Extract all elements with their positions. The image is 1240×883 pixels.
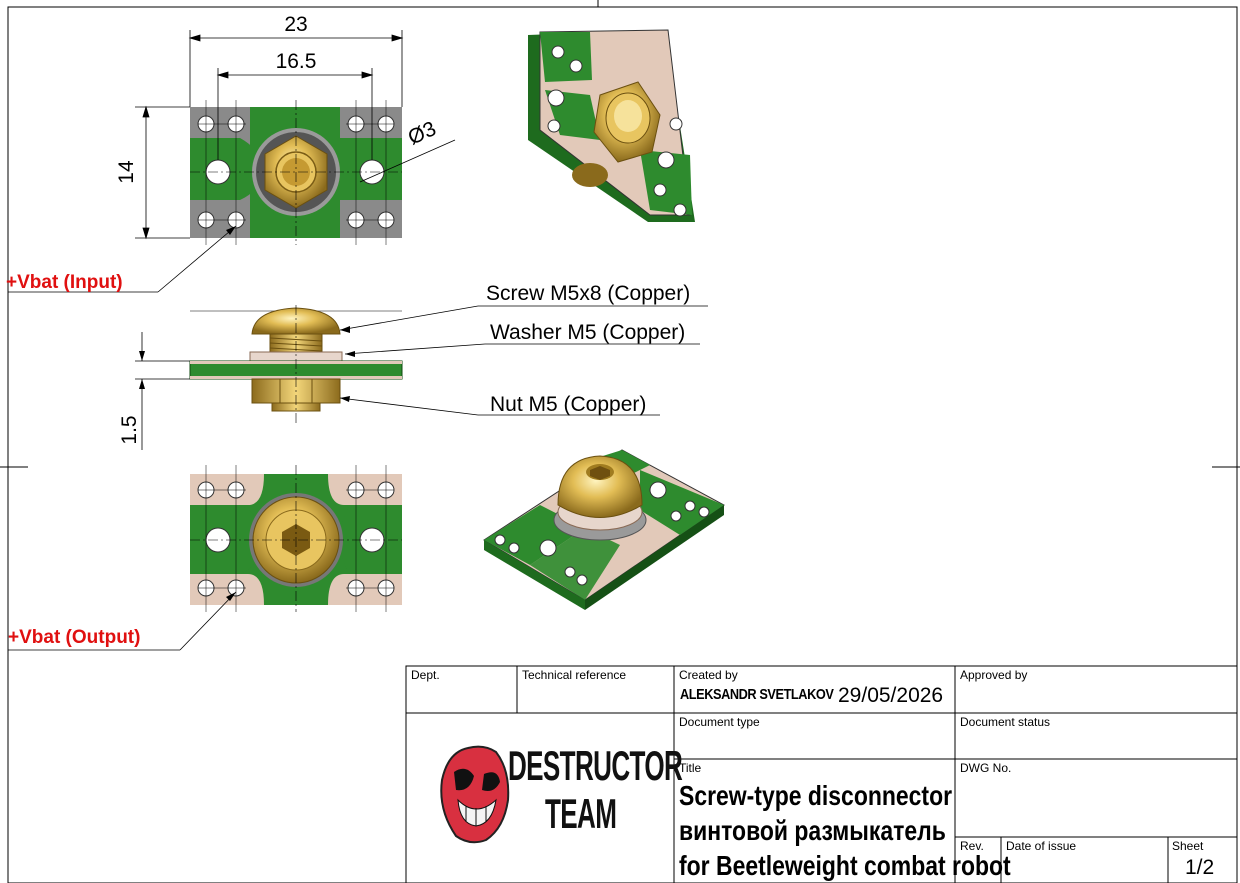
title-block	[405, 665, 1238, 883]
top-view	[190, 100, 402, 245]
approved-by-label: Approved by	[960, 668, 1028, 682]
dept-label: Dept.	[411, 668, 440, 682]
author-name: ALEKSANDR SVETLAKOV	[680, 686, 834, 703]
dim-thickness: 1.5	[118, 415, 141, 444]
title-line-1: Screw-type disconnector	[679, 780, 953, 811]
logo-text-line1: DESTRUCTOR	[508, 742, 683, 789]
title-line-3: for Beetleweight combat robot	[679, 850, 1011, 881]
created-date: 29/05/2026	[838, 684, 944, 707]
label-vbat-output: +Vbat (Output)	[8, 627, 140, 648]
title-label: Title	[679, 761, 702, 775]
input-leader	[8, 225, 237, 293]
side-dimension	[135, 332, 190, 450]
tech-ref-label: Technical reference	[522, 668, 627, 682]
dim-height: 14	[115, 160, 138, 184]
label-vbat-input: +Vbat (Input)	[6, 272, 123, 293]
callout-washer: Washer M5 (Copper)	[490, 321, 685, 344]
doc-status-label: Document status	[960, 715, 1051, 729]
sheet-label: Sheet	[1172, 839, 1204, 853]
doc-type-label: Document type	[679, 715, 760, 729]
dwg-no-label: DWG No.	[960, 761, 1012, 775]
callout-nut: Nut M5 (Copper)	[490, 393, 646, 416]
dim-hole-diameter: Ø3	[405, 117, 440, 149]
skull-logo-icon	[440, 745, 510, 844]
dim-overall-width: 23	[284, 13, 307, 36]
bottom-view	[190, 465, 402, 612]
callout-screw: Screw M5x8 (Copper)	[486, 282, 690, 305]
callout-leaders	[339, 305, 708, 416]
dimension-lines	[135, 30, 456, 240]
logo-text-line2: TEAM	[545, 790, 617, 837]
dim-hole-spacing: 16.5	[276, 50, 317, 73]
isometric-view-top	[528, 29, 695, 222]
rev-label: Rev.	[960, 839, 984, 853]
side-view	[189, 305, 403, 425]
sheet-number: 1/2	[1185, 856, 1215, 879]
output-leader	[8, 591, 237, 651]
date-of-issue-label: Date of issue	[1006, 839, 1077, 853]
title-line-2: винтовой размыкатель	[679, 815, 946, 846]
created-by-label: Created by	[679, 668, 738, 682]
isometric-view-bottom	[483, 449, 725, 610]
